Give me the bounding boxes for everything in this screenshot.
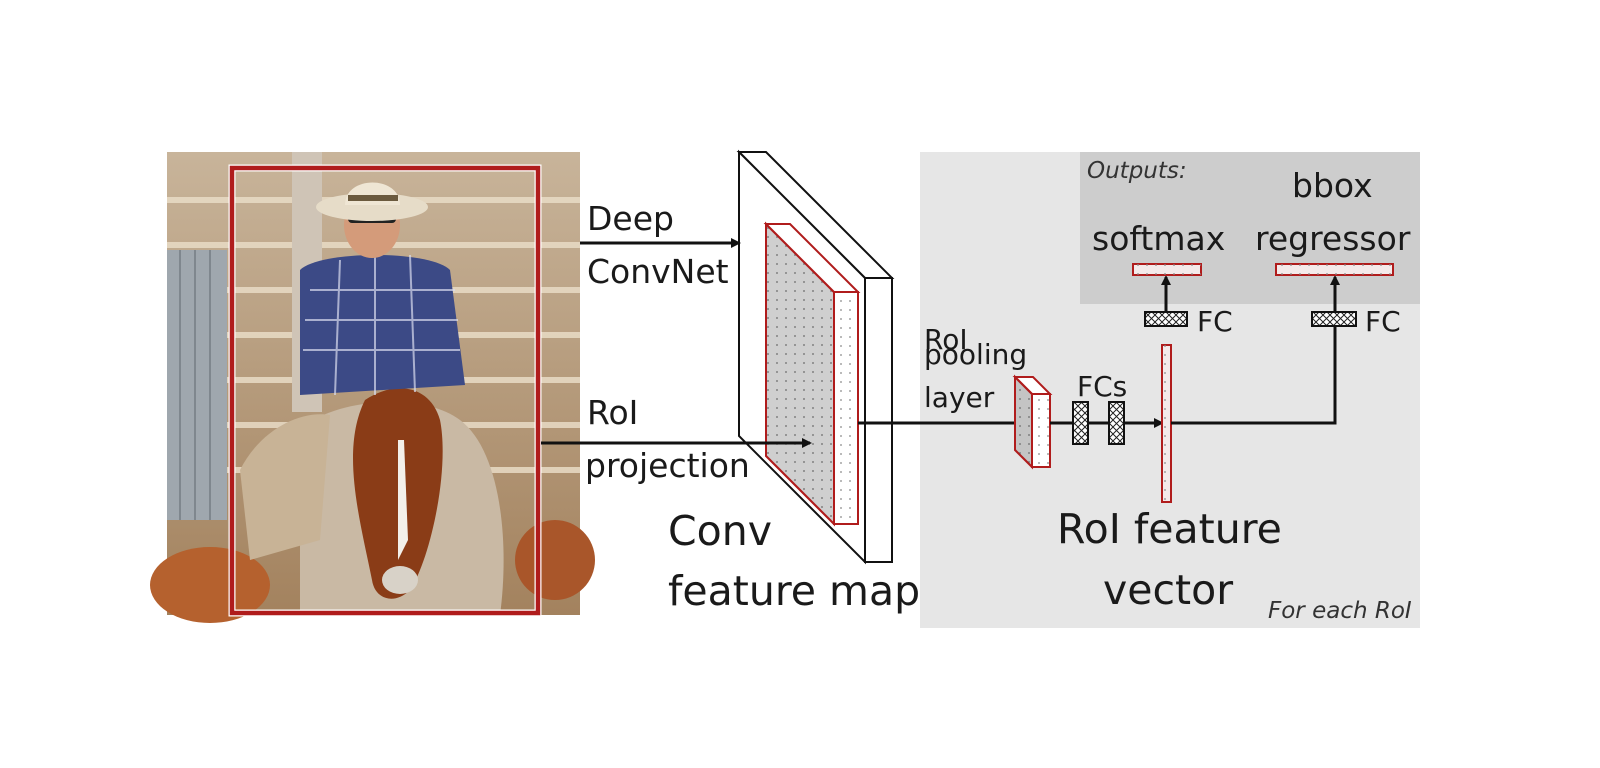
- label-conv: Conv: [668, 507, 772, 555]
- outputs-panel: [1080, 152, 1420, 304]
- label-fcs: FCs: [1077, 370, 1127, 403]
- label-roi-pooling-1: RoI: [924, 323, 968, 356]
- label-fc-bbox: FC: [1365, 305, 1401, 338]
- label-bbox: bbox: [1292, 166, 1373, 205]
- label-vector: vector: [1103, 566, 1233, 614]
- label-roi-feature: RoI feature: [1057, 505, 1282, 553]
- label-convnet: ConvNet: [587, 252, 729, 291]
- input-image: [150, 152, 595, 623]
- label-for-each-roi: For each RoI: [1268, 598, 1412, 624]
- label-projection: projection: [585, 446, 750, 485]
- label-roi: RoI: [587, 393, 638, 432]
- label-softmax: softmax: [1092, 219, 1225, 258]
- label-fc-softmax: FC: [1197, 305, 1233, 338]
- label-feature-map: feature map: [668, 567, 920, 615]
- label-regressor: regressor: [1255, 219, 1411, 258]
- label-deep: Deep: [587, 199, 674, 238]
- projected-roi: [763, 221, 861, 527]
- label-outputs: Outputs:: [1087, 158, 1187, 184]
- label-roi-pooling-3: layer: [924, 381, 995, 414]
- roi-pooling-block: [1012, 374, 1053, 470]
- label-roi-pooling-2: pooling: [924, 338, 1027, 371]
